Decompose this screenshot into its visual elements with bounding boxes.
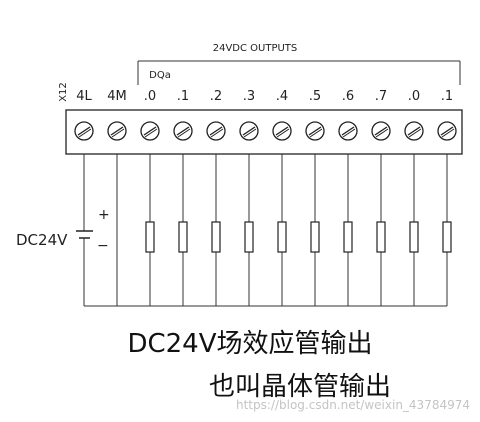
screw-terminal: [239, 121, 259, 141]
terminal-label: .1: [441, 89, 453, 104]
header-bracket: [137, 60, 461, 85]
screw-terminal: [404, 121, 424, 141]
terminal-label: 4L: [76, 89, 92, 104]
caption-line2: 也叫晶体管输出: [209, 372, 391, 402]
connector-id: X12: [58, 82, 69, 102]
battery-symbol: [76, 230, 93, 239]
load-resistor: [277, 221, 287, 253]
group-label: DQa: [149, 70, 171, 81]
screw-terminal: [437, 121, 457, 141]
screw-terminal: [140, 121, 160, 141]
terminal-label: .3: [243, 89, 255, 104]
terminal-label: .2: [210, 89, 222, 104]
output-loads: [145, 221, 452, 253]
screw-terminals: [74, 121, 457, 141]
screw-terminal: [173, 121, 193, 141]
screw-terminal: [338, 121, 358, 141]
screw-terminal: [206, 121, 226, 141]
minus-sign: −: [97, 238, 109, 254]
terminal-label: 4M: [107, 89, 127, 104]
terminal-labels: 4L 4M .0 .1 .2 .3 .4 .5 .6 .7 .0 .1: [76, 89, 453, 104]
screw-terminal: [272, 121, 292, 141]
terminal-label: .6: [342, 89, 354, 104]
load-resistor: [310, 221, 320, 253]
output-wires: [83, 154, 448, 306]
load-resistor: [178, 221, 188, 253]
load-resistor: [244, 221, 254, 253]
terminal-label: .7: [375, 89, 387, 104]
terminal-label: .0: [408, 89, 420, 104]
terminal-label: .4: [276, 89, 288, 104]
terminal-label: .5: [309, 89, 321, 104]
load-resistor: [343, 221, 353, 253]
load-resistor: [409, 221, 419, 253]
outputs-header: 24VDC OUTPUTS: [213, 43, 298, 54]
caption-line1: DC24V场效应管输出: [127, 329, 372, 359]
screw-terminal: [74, 121, 94, 141]
supply-label: DC24V: [16, 231, 68, 249]
load-resistor: [145, 221, 155, 253]
plus-sign: +: [98, 207, 110, 223]
screw-terminal: [107, 121, 127, 141]
terminal-label: .1: [177, 89, 189, 104]
watermark: https://blog.csdn.net/weixin_43784974: [236, 398, 470, 412]
terminal-block: [65, 109, 463, 155]
screw-terminal: [305, 121, 325, 141]
load-resistor: [376, 221, 386, 253]
load-resistor: [442, 221, 452, 253]
screw-terminal: [371, 121, 391, 141]
terminal-label: .0: [144, 89, 156, 104]
load-resistor: [211, 221, 221, 253]
